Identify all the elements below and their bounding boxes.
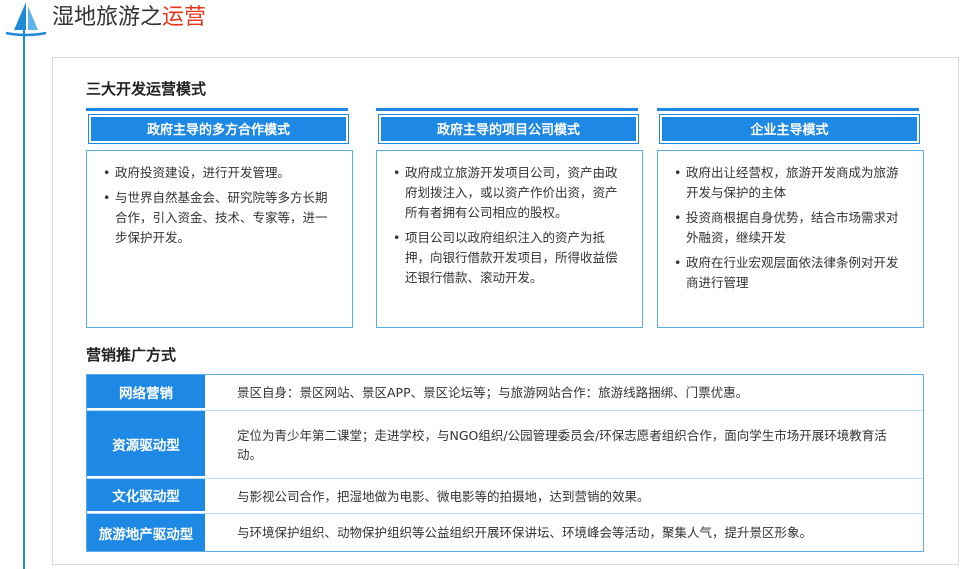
table-row: 网络营销 景区自身：景区网站、景区APP、景区论坛等；与旅游网站合作：旅游线路捆… xyxy=(87,375,923,411)
table-row: 文化驱动型 与影视公司合作，把湿地做为电影、微电影等的拍摄地，达到营销的效果。 xyxy=(87,479,923,514)
list-item: 政府出让经营权，旅游开发商成为旅游开发与保护的主体 xyxy=(674,163,910,203)
list-item: 投资商根据自身优势，结合市场需求对外融资，继续开发 xyxy=(674,208,910,248)
left-accent-line xyxy=(23,28,25,569)
row-label: 资源驱动型 xyxy=(87,411,205,478)
row-desc: 景区自身：景区网站、景区APP、景区论坛等；与旅游网站合作：旅游线路捆绑、门票优… xyxy=(237,385,749,400)
row-desc: 与影视公司合作，把湿地做为电影、微电影等的拍摄地，达到营销的效果。 xyxy=(237,488,650,504)
mode-2-list: 政府成立旅游开发项目公司，资产由政府划拨注入，或以资产作价出资，资产所有者拥有公… xyxy=(393,163,625,293)
mode-2-title: 政府主导的项目公司模式 xyxy=(378,114,639,144)
mode-3-list: 政府出让经营权，旅游开发商成为旅游开发与保护的主体 投资商根据自身优势，结合市场… xyxy=(674,163,910,298)
list-item: 政府在行业宏观层面依法律条例对开发商进行管理 xyxy=(674,253,910,293)
mode-2-top-bar xyxy=(376,108,638,111)
mode-3-top-bar xyxy=(657,108,919,111)
row-desc: 定位为青少年第二课堂；走进学校，与NGO组织/公园管理委员会/环保志愿者组织合作… xyxy=(237,427,887,462)
mode-card-1: 政府投资建设，进行开发管理。 与世界自然基金会、研究院等多方长期合作，引入资金、… xyxy=(86,150,353,328)
row-label: 旅游地产驱动型 xyxy=(87,514,205,551)
mode-3-title: 企业主导模式 xyxy=(659,114,920,144)
marketing-heading: 营销推广方式 xyxy=(86,346,177,364)
row-desc: 与环境保护组织、动物保护组织等公益组织开展环保讲坛、环境峰会等活动，聚集人气，提… xyxy=(237,525,813,540)
row-label: 文化驱动型 xyxy=(87,479,205,513)
mode-card-2: 政府成立旅游开发项目公司，资产由政府划拨注入，或以资产作价出资，资产所有者拥有公… xyxy=(376,150,643,328)
marketing-table: 网络营销 景区自身：景区网站、景区APP、景区论坛等；与旅游网站合作：旅游线路捆… xyxy=(86,374,924,552)
table-row: 旅游地产驱动型 与环境保护组织、动物保护组织等公益组织开展环保讲坛、环境峰会等活… xyxy=(87,514,923,551)
list-item: 政府投资建设，进行开发管理。 xyxy=(103,163,339,183)
page-title-prefix: 湿地旅游之 xyxy=(52,5,163,30)
page-title: 湿地旅游之运营 xyxy=(52,4,206,32)
page-title-highlight: 运营 xyxy=(162,5,207,30)
mode-card-3: 政府出让经营权，旅游开发商成为旅游开发与保护的主体 投资商根据自身优势，结合市场… xyxy=(657,150,924,328)
list-item: 项目公司以政府组织注入的资产为抵押，向银行借款开发项目，所得收益偿还银行借款、滚… xyxy=(393,228,625,288)
mode-1-list: 政府投资建设，进行开发管理。 与世界自然基金会、研究院等多方长期合作，引入资金、… xyxy=(103,163,339,253)
list-item: 政府成立旅游开发项目公司，资产由政府划拨注入，或以资产作价出资，资产所有者拥有公… xyxy=(393,163,625,223)
list-item: 与世界自然基金会、研究院等多方长期合作，引入资金、技术、专家等，进一步保护开发。 xyxy=(103,188,339,248)
table-row: 资源驱动型 定位为青少年第二课堂；走进学校，与NGO组织/公园管理委员会/环保志… xyxy=(87,411,923,479)
development-heading: 三大开发运营模式 xyxy=(86,80,207,98)
mode-1-top-bar xyxy=(86,108,348,111)
mode-1-title: 政府主导的多方合作模式 xyxy=(88,114,349,144)
sailboat-logo-icon xyxy=(5,2,47,37)
row-label: 网络营销 xyxy=(87,375,205,410)
